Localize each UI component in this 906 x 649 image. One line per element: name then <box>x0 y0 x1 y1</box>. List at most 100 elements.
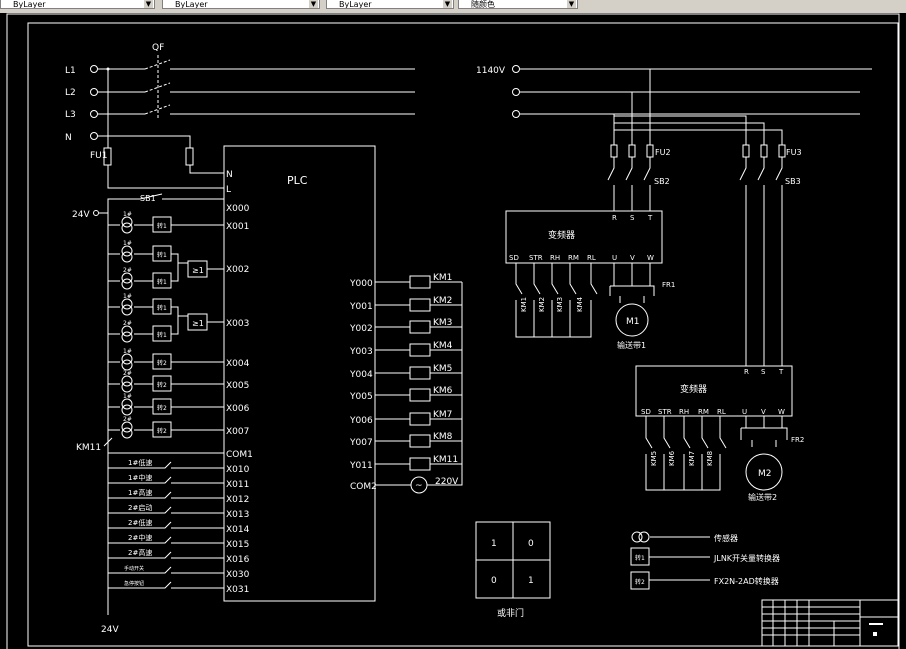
svg-text:R: R <box>744 368 749 376</box>
chevron-down-icon[interactable]: ▼ <box>144 0 153 8</box>
v220-label: 220V <box>435 477 459 487</box>
svg-text:KM11: KM11 <box>433 455 458 465</box>
qf-label: QF <box>152 43 164 53</box>
fr2-label: FR2 <box>791 436 804 444</box>
svg-text:RL: RL <box>717 408 726 416</box>
title-block <box>761 599 899 647</box>
svg-text:Y007: Y007 <box>349 438 373 448</box>
plc-title: PLC <box>287 174 308 187</box>
svg-text:X002: X002 <box>226 265 249 275</box>
svg-text:X010: X010 <box>226 465 250 475</box>
svg-text:RH: RH <box>550 254 560 262</box>
svg-text:V: V <box>630 254 635 262</box>
chevron-down-icon[interactable]: ▼ <box>309 0 318 8</box>
svg-text:Y005: Y005 <box>349 392 373 402</box>
fu3-label: FU3 <box>786 148 802 157</box>
svg-text:KM7: KM7 <box>433 410 452 420</box>
legend-sensor: 传感器 <box>714 533 738 543</box>
svg-text:1#高速: 1#高速 <box>128 488 152 497</box>
v24b-label: 24V <box>101 625 119 635</box>
svg-text:2#: 2# <box>123 416 132 423</box>
svg-text:X016: X016 <box>226 555 250 565</box>
svg-text:Y000: Y000 <box>349 279 373 289</box>
svg-text:Y002: Y002 <box>349 324 373 334</box>
svg-text:2#: 2# <box>123 320 132 327</box>
svg-text:KM6: KM6 <box>668 450 676 466</box>
vfd-2-title: 变频器 <box>680 383 707 395</box>
switch-rows <box>108 461 224 589</box>
svg-text:X007: X007 <box>226 427 249 437</box>
line-label-l1: L1 <box>65 66 76 76</box>
svg-text:Y003: Y003 <box>349 347 373 357</box>
plc-n: N <box>226 170 233 180</box>
chevron-down-icon[interactable]: ▼ <box>443 0 452 8</box>
chevron-down-icon[interactable]: ▼ <box>567 0 576 8</box>
svg-text:Y004: Y004 <box>349 370 373 380</box>
svg-text:转2: 转2 <box>157 359 167 367</box>
plotstyle-select[interactable]: 随颜色▼ <box>458 0 578 9</box>
svg-text:S: S <box>761 368 766 376</box>
drawing-canvas[interactable]: L1 L2 L3 N QF FU1 PLC N L SB1 24V 24V X0… <box>0 13 906 649</box>
svg-text:2#中速: 2#中速 <box>128 533 152 542</box>
svg-text:1#: 1# <box>123 293 132 300</box>
svg-text:T: T <box>778 368 784 376</box>
svg-text:1#: 1# <box>123 348 132 355</box>
truth-table <box>475 521 551 599</box>
svg-text:W: W <box>647 254 654 262</box>
svg-text:2#低速: 2#低速 <box>128 518 152 527</box>
hv-bus <box>512 65 872 366</box>
svg-text:2#: 2# <box>123 370 132 377</box>
plc-inputs: X000 X001 X002 X003 X004 X005 X006 X007 … <box>226 204 253 595</box>
svg-text:1#: 1# <box>123 211 132 218</box>
svg-text:转1: 转1 <box>157 222 167 230</box>
vfd-2-rst: R S T <box>744 368 784 376</box>
terminal <box>90 65 98 73</box>
km11-contact <box>103 437 224 454</box>
line-label-l3: L3 <box>65 110 76 120</box>
svg-text:≥1: ≥1 <box>192 319 204 328</box>
svg-text:X030: X030 <box>226 570 250 580</box>
svg-text:X012: X012 <box>226 495 249 505</box>
svg-text:X011: X011 <box>226 480 249 490</box>
vfd-2-contacts <box>645 416 788 491</box>
km11-label: KM11 <box>76 443 101 453</box>
svg-text:Y006: Y006 <box>349 416 373 426</box>
svg-text:X014: X014 <box>226 525 250 535</box>
svg-text:X004: X004 <box>226 359 250 369</box>
truth-label: 或非门 <box>497 607 524 619</box>
svg-text:转1: 转1 <box>157 278 167 286</box>
lineweight-select[interactable]: ByLayer▼ <box>326 0 454 9</box>
legend-conv2-icon: 转2 <box>635 578 645 586</box>
svg-text:转1: 转1 <box>157 331 167 339</box>
terminal <box>90 88 98 96</box>
belt2-label: 输送带2 <box>748 492 777 502</box>
svg-text:KM2: KM2 <box>433 296 452 306</box>
sensor-circuits <box>108 216 224 439</box>
svg-text:KM8: KM8 <box>706 451 714 466</box>
svg-text:转2: 转2 <box>157 427 167 435</box>
layer-select-1[interactable]: ByLayer▼ <box>0 0 155 9</box>
svg-text:W: W <box>778 408 785 416</box>
line-label-n: N <box>65 133 72 143</box>
svg-text:R: R <box>612 214 617 222</box>
toolbar: ByLayer▼ ByLayer▼ ByLayer▼ 随颜色▼ <box>0 0 906 13</box>
linetype-select[interactable]: ByLayer▼ <box>162 0 320 9</box>
fr1-label: FR1 <box>662 281 675 289</box>
sb3-label: SB3 <box>785 177 801 186</box>
svg-text:Y001: Y001 <box>349 302 373 312</box>
svg-text:2#高速: 2#高速 <box>128 548 152 557</box>
svg-text:1#: 1# <box>123 240 132 247</box>
legend-conv1-icon: 转1 <box>635 554 645 562</box>
svg-text:SD: SD <box>509 254 519 262</box>
svg-text:KM7: KM7 <box>688 451 696 466</box>
v24-label: 24V <box>72 210 90 220</box>
outer-border <box>6 13 900 649</box>
svg-text:KM4: KM4 <box>433 341 453 351</box>
svg-text:KM2: KM2 <box>538 297 546 312</box>
svg-text:RL: RL <box>587 254 596 262</box>
sb2-label: SB2 <box>654 177 670 186</box>
inner-border <box>27 22 899 647</box>
vfd-1-box <box>505 210 663 264</box>
legend-jlnk: JLNK开关量转换器 <box>713 553 780 563</box>
